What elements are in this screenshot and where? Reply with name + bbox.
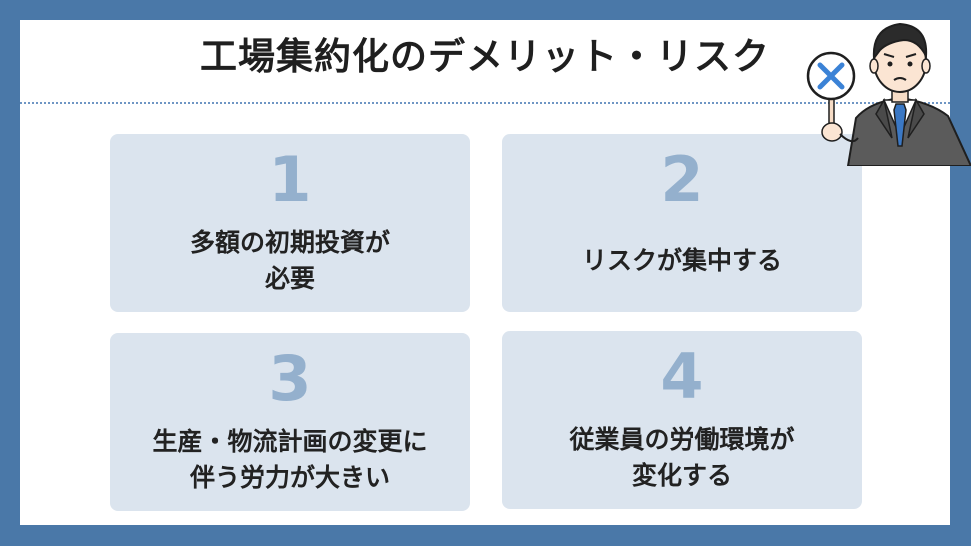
card-number: 2 bbox=[660, 143, 704, 216]
card-1: 1 多額の初期投資が 必要 bbox=[110, 134, 470, 312]
card-number: 3 bbox=[268, 342, 312, 415]
businessman-holding-x-sign-icon bbox=[806, 22, 971, 166]
card-4: 4 従業員の労働環境が 変化する bbox=[502, 331, 862, 509]
card-text: 生産・物流計画の変更に 伴う労力が大きい bbox=[152, 427, 428, 492]
card-number: 1 bbox=[268, 143, 312, 216]
card-2: 2 リスクが集中する bbox=[502, 134, 862, 312]
card-text: 従業員の労働環境が 変化する bbox=[569, 425, 795, 490]
page-title: 工場集約化のデメリット・リスク bbox=[200, 35, 770, 78]
card-text: 多額の初期投資が 必要 bbox=[189, 228, 390, 293]
card-text: リスクが集中する bbox=[581, 246, 782, 275]
title-divider bbox=[20, 102, 950, 104]
card-number: 4 bbox=[660, 340, 704, 413]
card-3: 3 生産・物流計画の変更に 伴う労力が大きい bbox=[110, 333, 470, 511]
